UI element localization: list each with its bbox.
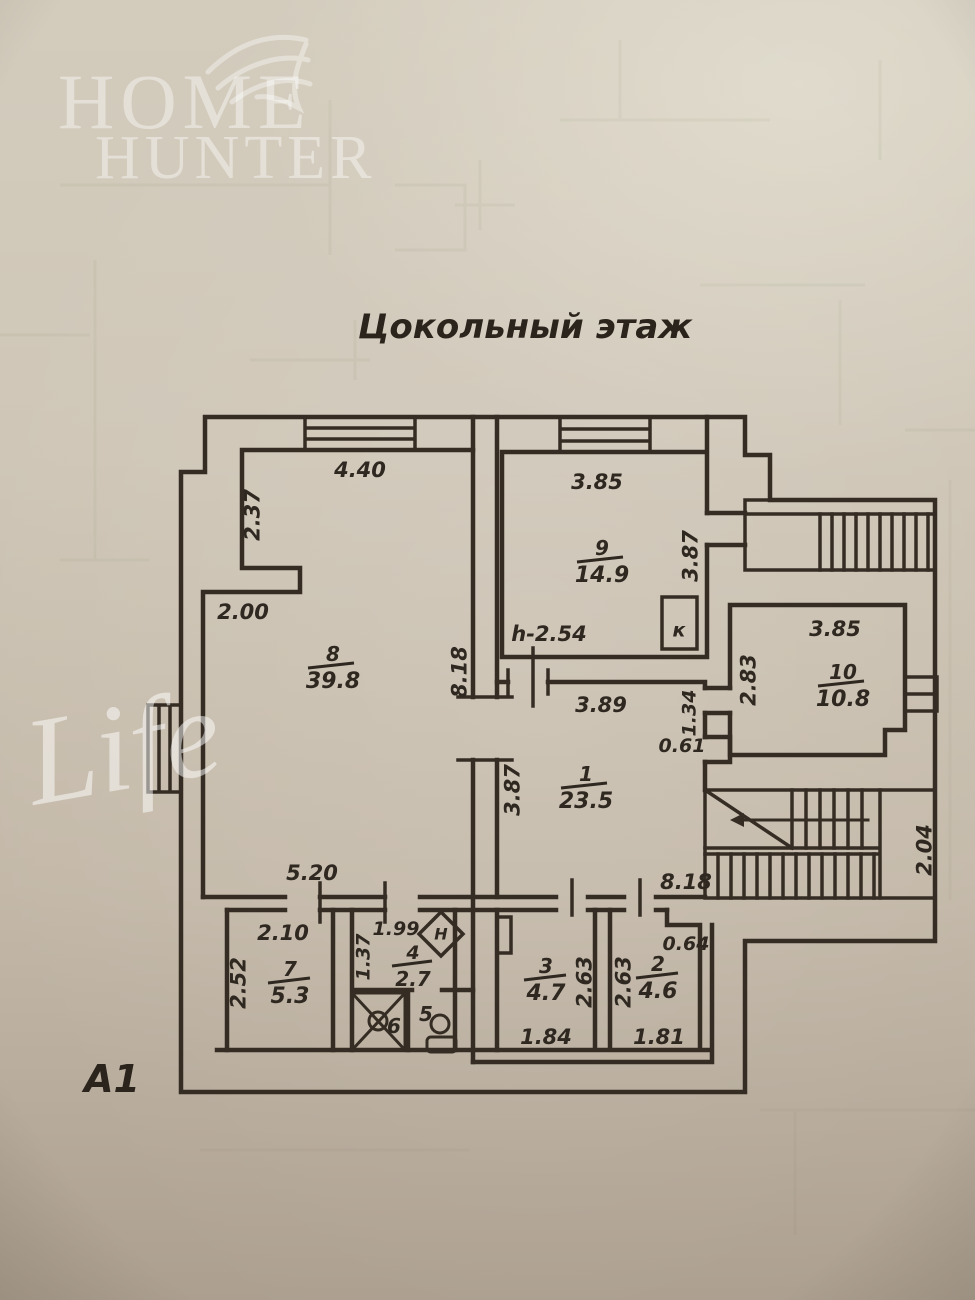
floorplan-drawing: Home Hunter Цокольный этаж bbox=[0, 0, 975, 1300]
floorplan-photo: Home Hunter Цокольный этаж bbox=[0, 0, 975, 1300]
photo-vignette bbox=[0, 0, 975, 1300]
